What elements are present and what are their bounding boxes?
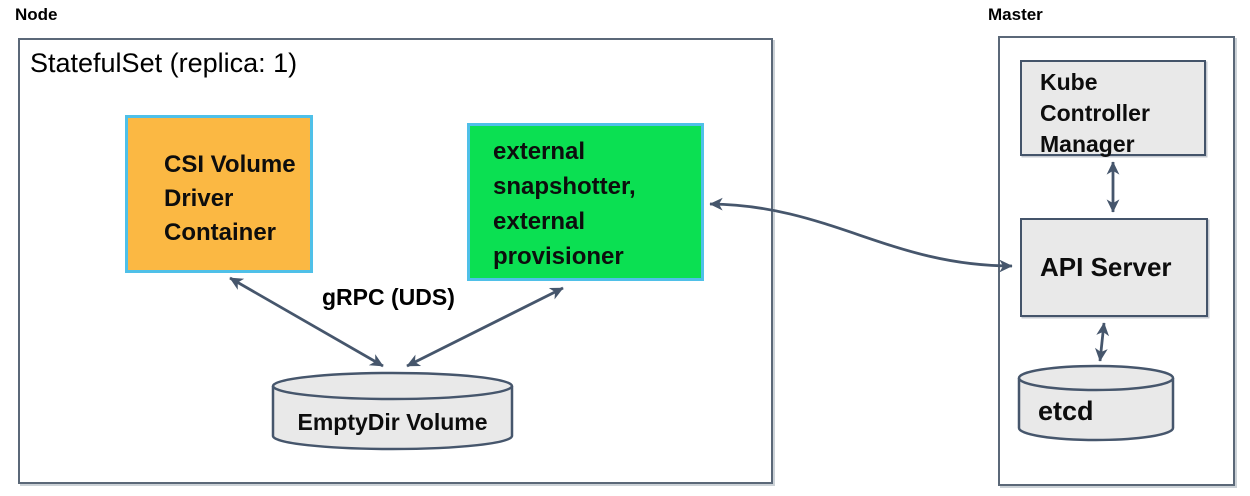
- etcd-label: etcd: [1038, 396, 1094, 426]
- api-server-label: API Server: [1040, 252, 1172, 282]
- sidecar-box-line: external: [493, 208, 586, 235]
- grpc-uds-label: gRPC (UDS): [322, 284, 455, 310]
- kcm-box-line: Kube: [1040, 69, 1098, 95]
- statefulset-label: StatefulSet (replica: 1): [30, 48, 298, 78]
- csi-box-line: CSI Volume: [164, 151, 296, 178]
- sidecar-box-line: provisioner: [493, 243, 624, 270]
- sidecar-box-line: snapshotter,: [493, 173, 636, 200]
- csi-volume-driver-box: CSI Volume Driver Container: [125, 115, 313, 273]
- node-section-label: Node: [15, 5, 58, 24]
- csi-box-line: Driver: [164, 185, 234, 212]
- sidecar-box-line: external: [493, 138, 586, 165]
- emptydir-volume-label: EmptyDir Volume: [297, 409, 488, 435]
- kcm-box-line: Controller: [1040, 100, 1150, 126]
- external-snapshotter-provisioner-box: external snapshotter, external provision…: [467, 123, 704, 281]
- kcm-box-line: Manager: [1040, 131, 1135, 157]
- kube-controller-manager-box: Kube Controller Manager: [1020, 60, 1206, 157]
- master-section-label: Master: [988, 5, 1043, 24]
- api-server-box: API Server: [1020, 218, 1208, 317]
- csi-box-line: Container: [164, 219, 277, 246]
